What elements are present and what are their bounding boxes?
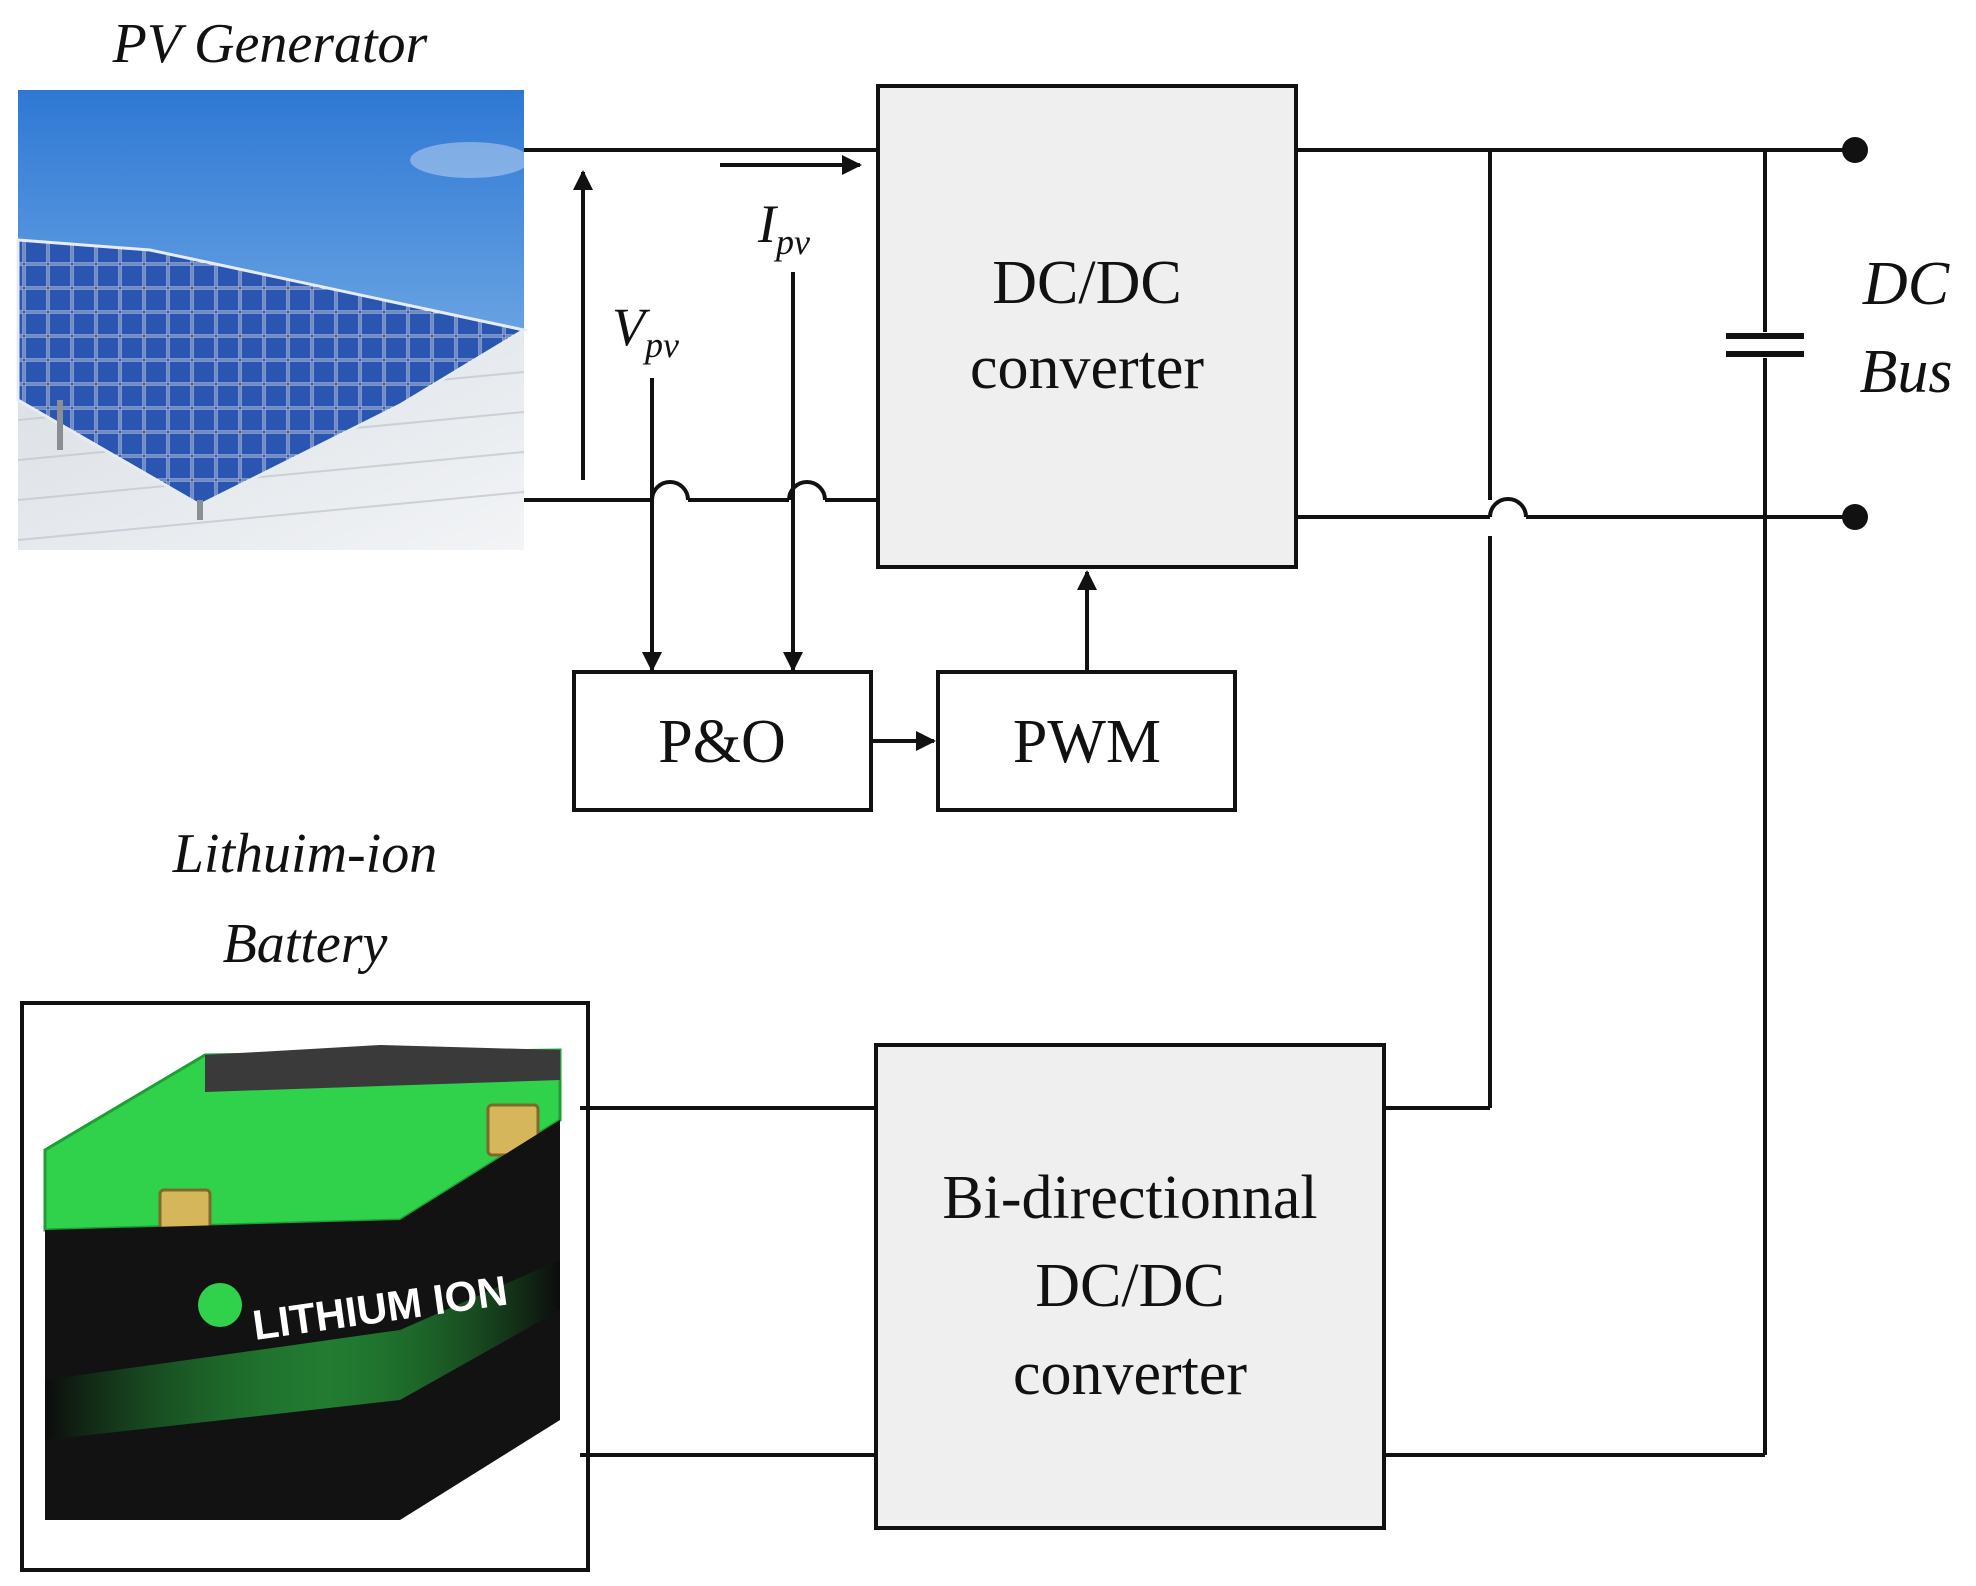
bus-terminal-negative (1842, 504, 1868, 530)
pv-panel-image (16, 90, 530, 550)
dc-bus-line1: DC (1862, 250, 1950, 318)
dcdc-converter-block (876, 84, 1298, 569)
bidirectional-line3: converter (1013, 1340, 1247, 1408)
pwm-label: PWM (1013, 708, 1161, 776)
pv-generator-title: PV Generator (112, 13, 428, 75)
bidirectional-line1: Bi-directionnal (942, 1164, 1317, 1232)
battery-title-line1: Lithuim-ion (172, 823, 437, 885)
bidirectional-converter-block (874, 1043, 1386, 1530)
battery-image: LITHIUM ION (43, 1045, 562, 1520)
bidirectional-line2: DC/DC (1035, 1252, 1224, 1320)
ipv-label: Ipv (757, 194, 810, 262)
battery-title-line2: Battery (223, 913, 388, 975)
bus-terminal-positive (1842, 137, 1868, 163)
dc-bus-line2: Bus (1860, 338, 1953, 406)
dcdc-converter-line2: converter (970, 334, 1204, 402)
dcdc-converter-line1: DC/DC (992, 249, 1181, 317)
vpv-label: Vpv (612, 297, 679, 365)
pwm-block (936, 670, 1237, 812)
po-label: P&O (658, 708, 785, 776)
